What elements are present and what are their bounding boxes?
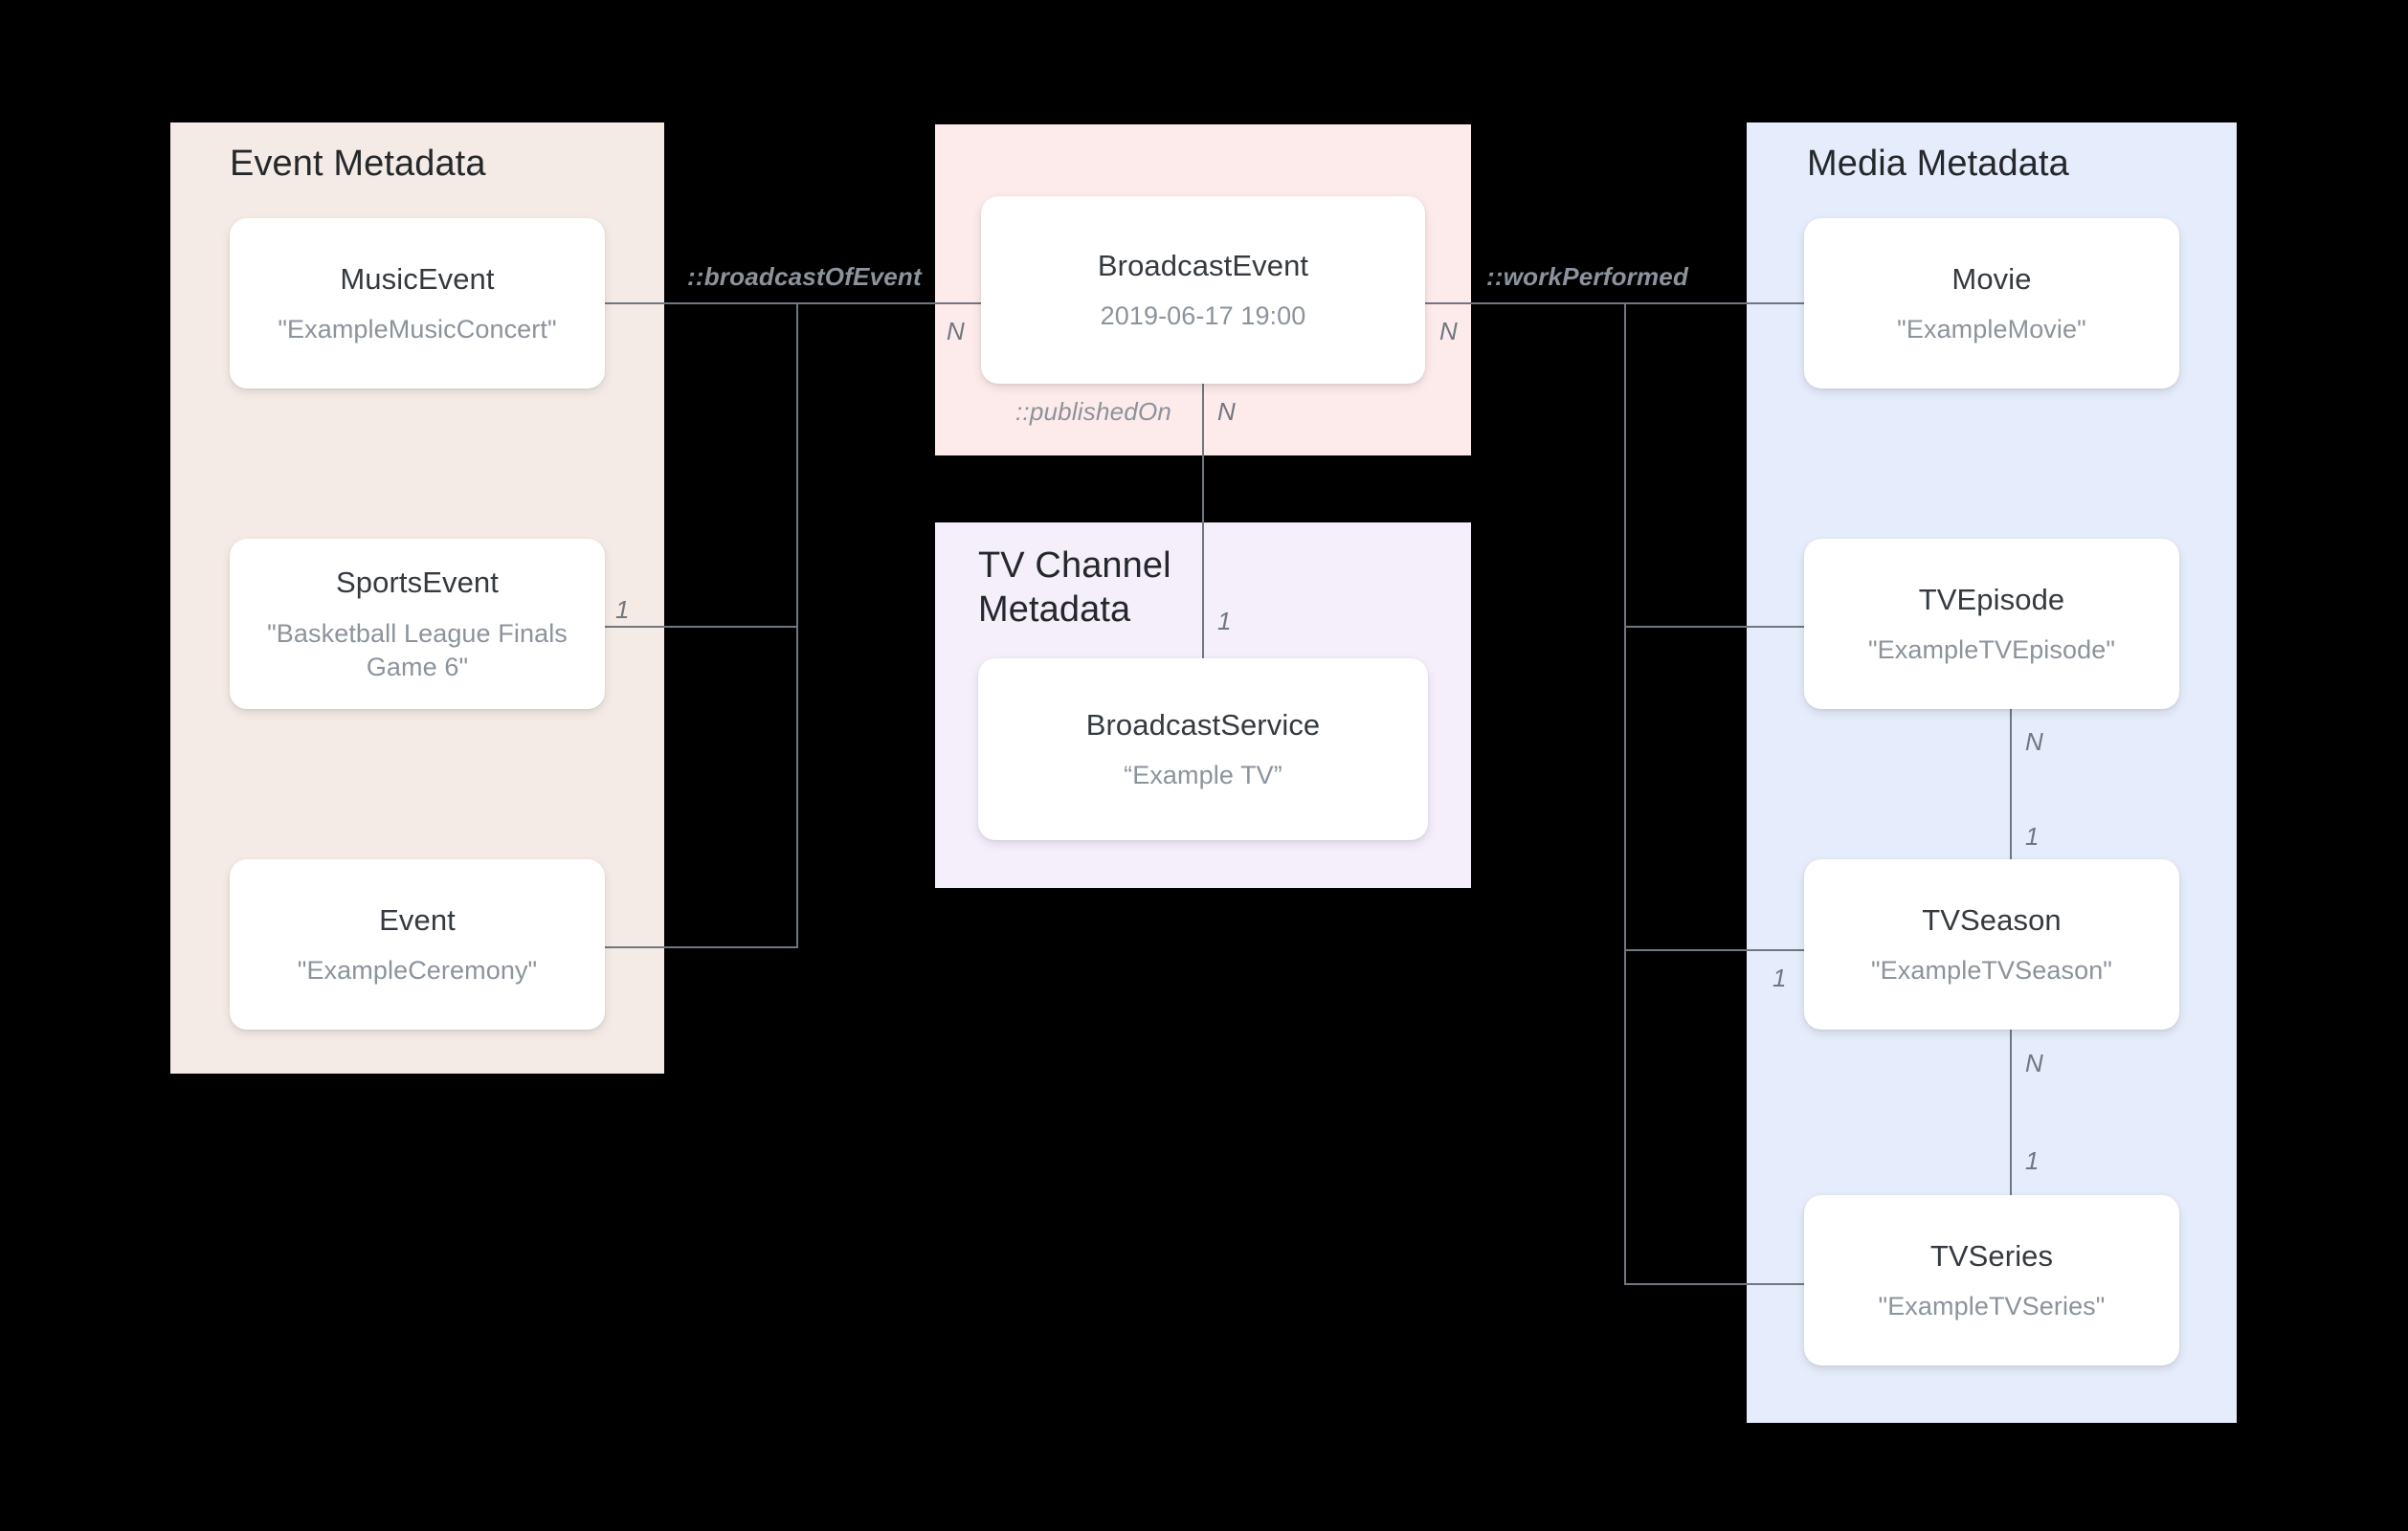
entity-value-label: "Basketball League Finals Game 6"	[267, 618, 568, 681]
entity-type-label: TVSeason	[1922, 902, 2062, 937]
entity-card-musicevent[interactable]: MusicEvent "ExampleMusicConcert"	[230, 218, 605, 388]
connector-media-bus	[1624, 302, 1626, 1284]
entity-type-label: MusicEvent	[340, 261, 495, 296]
entity-type-label: BroadcastService	[1085, 707, 1321, 742]
connector-broadcastevent-right-stub	[1425, 302, 1626, 304]
entity-value-label: "ExampleTVSeries"	[1878, 1292, 2106, 1321]
cardinality-tvseason-one-from-episode: 1	[2025, 822, 2040, 851]
cardinality-broadcastevent-right-n: N	[1439, 317, 1458, 345]
connector-event-bus	[796, 302, 798, 948]
entity-type-label: TVSeries	[1929, 1238, 2054, 1273]
connector-tvepisode-tvseason	[2010, 709, 2012, 859]
connector-bus-to-tvepisode	[1624, 626, 1806, 628]
connector-sportsevent-stub	[605, 626, 796, 628]
cardinality-tvseason-n: N	[2025, 1049, 2043, 1077]
panel-title-media-metadata: Media Metadata	[1807, 144, 2069, 184]
cardinality-broadcastevent-left-n: N	[947, 317, 965, 345]
panel-title-event-metadata: Event Metadata	[230, 144, 486, 184]
cardinality-tvepisode-n: N	[2025, 727, 2043, 756]
entity-value-label: 2019-06-17 19:00	[1100, 301, 1306, 331]
entity-card-tvseason[interactable]: TVSeason "ExampleTVSeason"	[1804, 859, 2179, 1030]
entity-type-label: Movie	[1951, 261, 2032, 296]
entity-type-label: Event	[379, 902, 456, 937]
relation-label-workperformed: ::workPerformed	[1486, 262, 1689, 291]
entity-card-tvepisode[interactable]: TVEpisode "ExampleTVEpisode"	[1804, 539, 2179, 709]
connector-bus-to-movie	[1624, 302, 1806, 304]
entity-value-label: “Example TV”	[1124, 761, 1282, 790]
cardinality-publishedon-n: N	[1217, 397, 1236, 426]
entity-value-label: "ExampleMusicConcert"	[278, 315, 557, 344]
cardinality-tvseason-one-left: 1	[1773, 964, 1787, 992]
entity-type-label: SportsEvent	[336, 566, 499, 600]
entity-value-label: "ExampleTVEpisode"	[1867, 635, 2116, 665]
entity-value-label: "ExampleTVSeason"	[1871, 956, 2112, 986]
relation-label-broadcastofevent: ::broadcastOfEvent	[687, 262, 922, 291]
connector-publishedon	[1202, 384, 1204, 659]
entity-card-movie[interactable]: Movie "ExampleMovie"	[1804, 218, 2179, 388]
entity-card-broadcastservice[interactable]: BroadcastService “Example TV”	[978, 658, 1428, 840]
entity-card-tvseries[interactable]: TVSeries "ExampleTVSeries"	[1804, 1195, 2179, 1365]
cardinality-broadcastservice-one: 1	[1217, 607, 1232, 635]
entity-card-event[interactable]: Event "ExampleCeremony"	[230, 859, 605, 1030]
entity-card-broadcastevent[interactable]: BroadcastEvent 2019-06-17 19:00	[981, 196, 1425, 384]
connector-event-stub	[605, 946, 796, 948]
entity-type-label: TVEpisode	[1918, 582, 2065, 616]
cardinality-tvseries-one: 1	[2025, 1146, 2040, 1175]
entity-value-label: "ExampleMovie"	[1897, 315, 2086, 344]
connector-tvseason-tvseries	[2010, 1030, 2012, 1195]
connector-bus-to-broadcastevent	[796, 302, 983, 304]
connector-bus-to-tvseason	[1624, 949, 1806, 951]
connector-bus-to-tvseries	[1624, 1283, 1806, 1285]
panel-title-tv-channel-metadata: TV Channel Metadata	[978, 545, 1171, 631]
cardinality-sportsevent-one: 1	[615, 595, 630, 624]
entity-card-sportsevent[interactable]: SportsEvent "Basketball League Finals Ga…	[230, 539, 605, 709]
entity-value-label: "ExampleCeremony"	[297, 956, 538, 986]
entity-type-label: BroadcastEvent	[1097, 248, 1309, 282]
relation-label-publishedon: ::publishedOn	[1015, 397, 1172, 426]
connector-musicevent-stub	[605, 302, 796, 304]
